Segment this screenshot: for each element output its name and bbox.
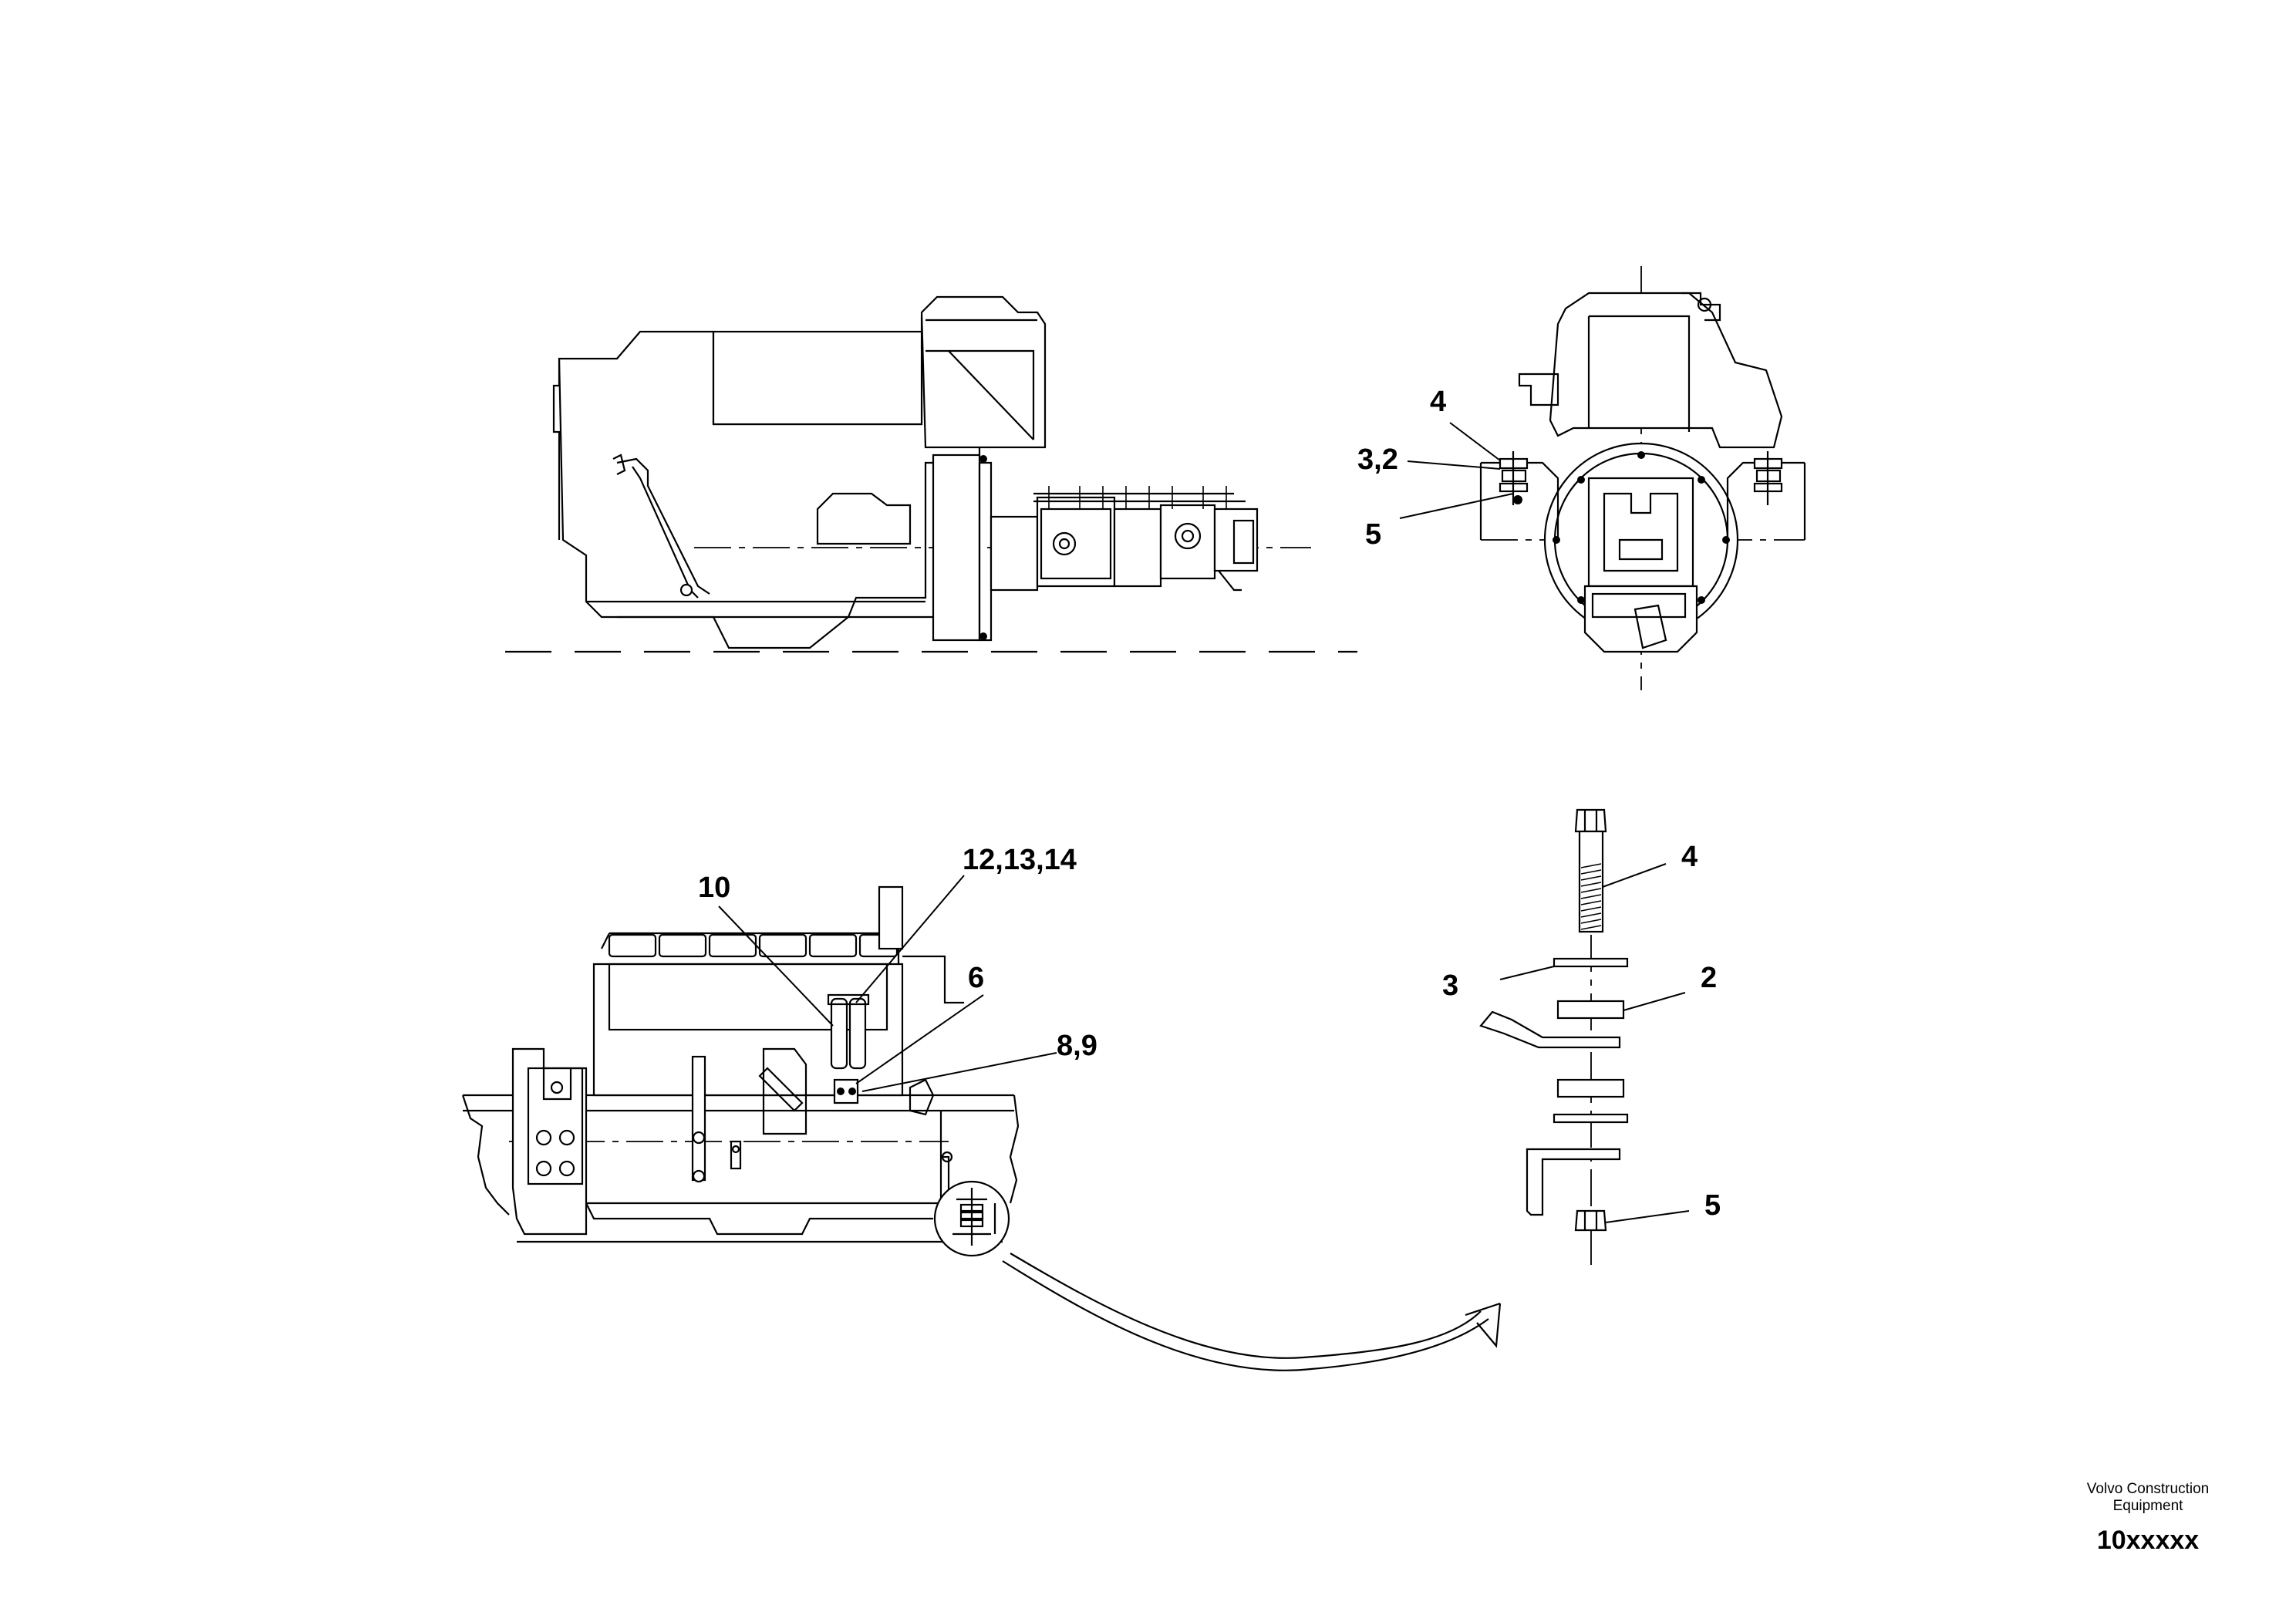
callout-5-top: 5 <box>1365 518 1381 551</box>
callout-2-exploded: 2 <box>1701 962 1717 994</box>
drawing-code: 10xxxxx <box>2096 1526 2200 1555</box>
mount-right <box>1753 451 1783 505</box>
exploded-mount-view <box>1479 808 1629 1265</box>
callout-10: 10 <box>698 872 730 904</box>
callout-4-top: 4 <box>1430 386 1446 418</box>
engine-side-view-2 <box>461 885 1502 1371</box>
callout-3-2-top: 3,2 <box>1357 443 1398 476</box>
callout-8-9: 8,9 <box>1057 1030 1097 1062</box>
callout-12-13-14: 12,13,14 <box>963 844 1077 876</box>
engine-side-view <box>505 295 1357 653</box>
drawing-caption: Volvo Construction Equipment 10xxxxx <box>2055 1481 2240 1556</box>
detail-circle <box>933 1180 1010 1257</box>
callout-3-exploded: 3 <box>1442 969 1458 1002</box>
mount-left <box>1499 451 1529 505</box>
callout-6: 6 <box>968 962 984 994</box>
callout-labels: 4 3,2 5 10 12,13,14 6 8,9 4 3 2 5 <box>698 386 1721 1222</box>
callout-5-exploded: 5 <box>1704 1189 1721 1222</box>
engine-front-view <box>1479 266 1806 690</box>
bolt-thread <box>1580 863 1602 930</box>
company-name: Volvo Construction Equipment <box>2086 1481 2210 1514</box>
leader-lines <box>718 422 1690 1223</box>
callout-4-exploded: 4 <box>1681 841 1698 873</box>
